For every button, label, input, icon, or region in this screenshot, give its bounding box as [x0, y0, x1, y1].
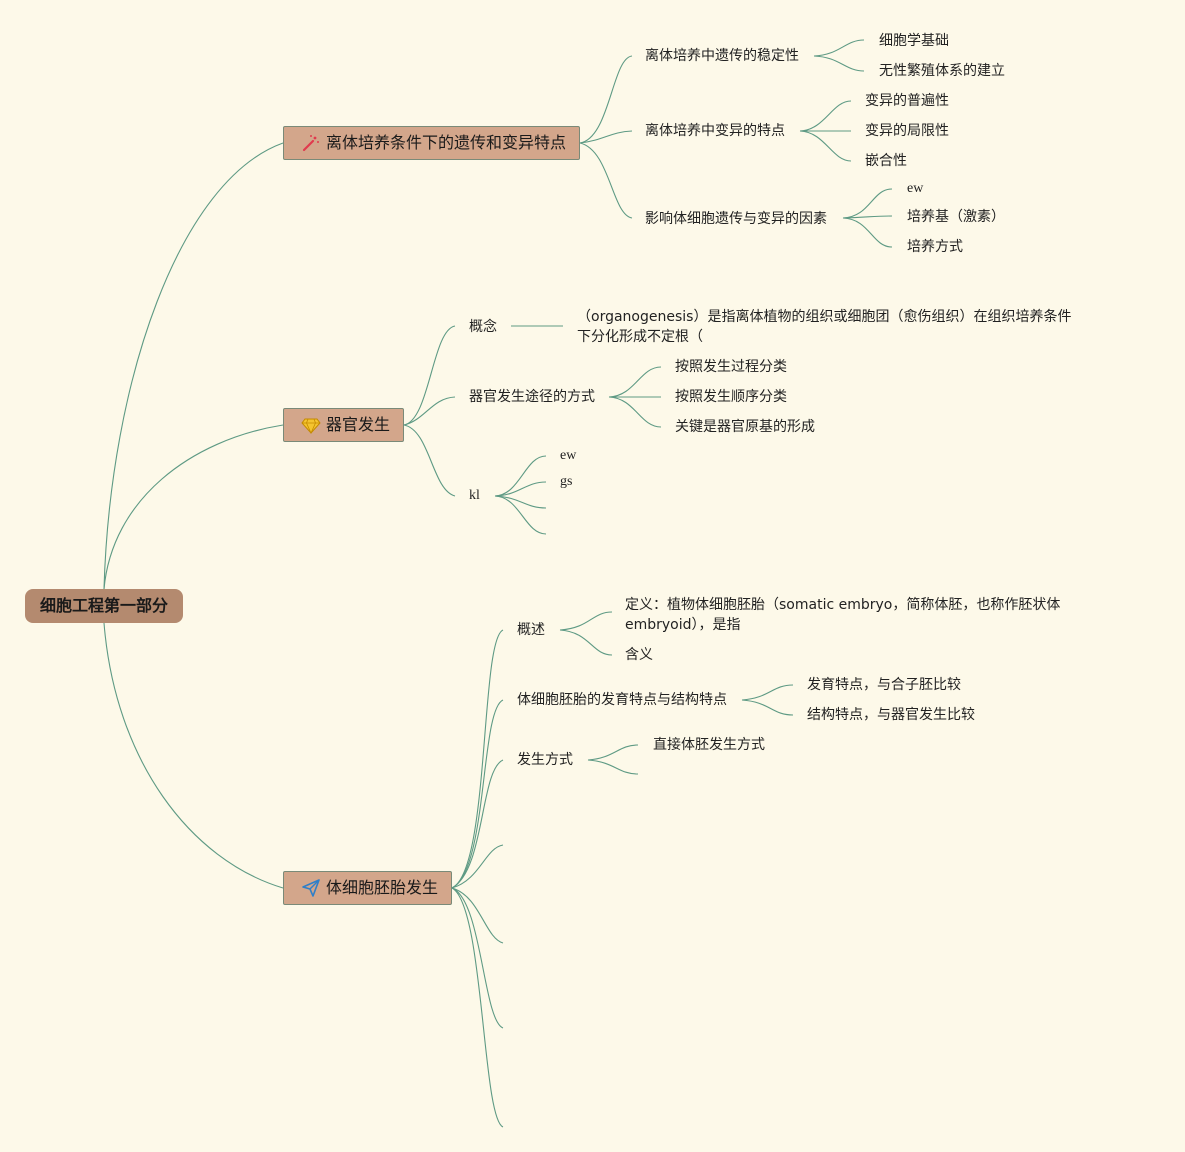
b2-c3-leaf-2[interactable]: gs — [560, 474, 573, 489]
link-b3-c7 — [451, 887, 504, 1128]
b2-c2-leaf-3[interactable]: 关键是器官原基的形成 — [675, 419, 815, 435]
link-b1-c1 — [579, 55, 633, 144]
branch-3-label: 体细胞胚胎发生 — [326, 878, 439, 897]
b2-c2-leaf-1[interactable]: 按照发生过程分类 — [675, 359, 787, 375]
diamond-icon — [300, 415, 322, 435]
branch-node-2[interactable]: 器官发生 — [283, 408, 404, 442]
b3-c1-leaf-1[interactable]: 定义：植物体细胞胚胎（somatic embryo，简称体胚，也称作胚状体 em… — [625, 597, 1061, 633]
link-b3-c1 — [451, 629, 504, 889]
link-b3-c4 — [451, 844, 504, 889]
b3-child-2[interactable]: 体细胞胚胎的发育特点与结构特点 — [517, 692, 727, 708]
b2-child-2[interactable]: 器官发生途径的方式 — [469, 389, 595, 405]
b3-c1-leaf-2[interactable]: 含义 — [625, 647, 653, 663]
link-b2-c2 — [403, 396, 456, 426]
b1-child-2[interactable]: 离体培养中变异的特点 — [645, 123, 785, 139]
b3-child-1[interactable]: 概述 — [517, 622, 545, 638]
link-root-branch-1 — [103, 142, 284, 590]
b1-c2-leaf-3[interactable]: 嵌合性 — [865, 153, 907, 169]
b2-c1-leaf-1[interactable]: （organogenesis）是指离体植物的组织或细胞团（愈伤组织）在组织培养条… — [577, 309, 1072, 345]
b3-child-3[interactable]: 发生方式 — [517, 752, 573, 768]
b2-child-1[interactable]: 概念 — [469, 319, 497, 335]
b1-c1-leaf-1[interactable]: 细胞学基础 — [879, 33, 949, 49]
link-root-branch-2 — [103, 424, 284, 590]
link-b1-c2 — [579, 130, 633, 144]
link-b2-c1 — [403, 325, 456, 426]
link-b3-c3 — [451, 759, 504, 889]
root-node[interactable]: 细胞工程第一部分 — [25, 589, 183, 623]
b1-c3-leaf-2[interactable]: 培养基（激素） — [907, 209, 1005, 225]
link-b1-c3 — [579, 142, 633, 219]
b1-c3-leaf-1[interactable]: ew — [907, 181, 924, 196]
branch-node-1[interactable]: 离体培养条件下的遗传和变异特点 — [283, 126, 580, 160]
b1-child-3[interactable]: 影响体细胞遗传与变异的因素 — [645, 211, 827, 227]
link-b3-c2 — [451, 699, 504, 889]
b1-c2-leaf-1[interactable]: 变异的普遍性 — [865, 93, 949, 109]
magic-wand-icon — [300, 133, 322, 153]
b3-c2-leaf-1[interactable]: 发育特点，与合子胚比较 — [807, 677, 961, 693]
b2-c2-leaf-2[interactable]: 按照发生顺序分类 — [675, 389, 787, 405]
b3-c2-leaf-2[interactable]: 结构特点，与器官发生比较 — [807, 707, 975, 723]
link-b3-c6 — [451, 887, 504, 1029]
b2-c3-leaf-1[interactable]: ew — [560, 448, 577, 463]
link-root-branch-3 — [103, 622, 284, 889]
b1-child-1[interactable]: 离体培养中遗传的稳定性 — [645, 48, 799, 64]
branch-2-label: 器官发生 — [326, 415, 391, 434]
b1-c2-leaf-2[interactable]: 变异的局限性 — [865, 123, 949, 139]
link-b2-c3 — [403, 424, 456, 497]
b1-c1-leaf-2[interactable]: 无性繁殖体系的建立 — [879, 63, 1005, 79]
branch-node-3[interactable]: 体细胞胚胎发生 — [283, 871, 452, 905]
b3-c3-leaf-1[interactable]: 直接体胚发生方式 — [653, 737, 765, 753]
b2-child-3[interactable]: kl — [469, 488, 480, 503]
paper-plane-icon — [300, 878, 322, 898]
link-b3-c5 — [451, 887, 504, 944]
root-label: 细胞工程第一部分 — [39, 596, 168, 615]
branch-1-label: 离体培养条件下的遗传和变异特点 — [326, 133, 567, 152]
b1-c3-leaf-3[interactable]: 培养方式 — [907, 239, 963, 255]
